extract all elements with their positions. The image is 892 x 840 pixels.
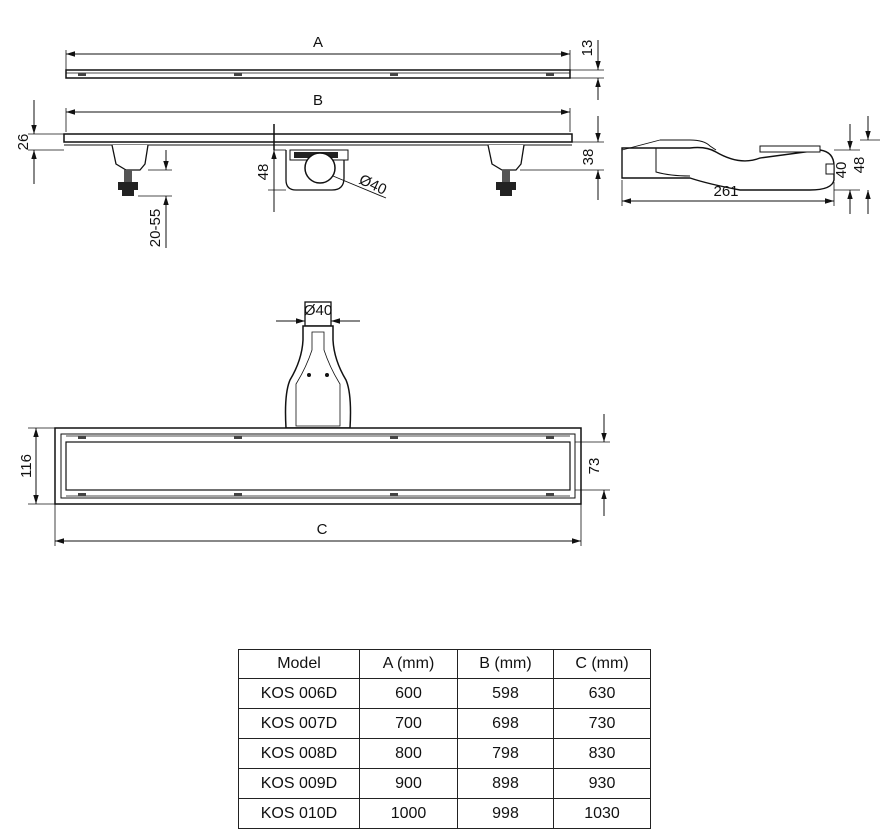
label-116: 116 [18, 454, 35, 478]
label-C: C [317, 521, 328, 538]
cell-c: 1030 [553, 798, 651, 829]
cell-a: 800 [359, 738, 458, 769]
table-row: KOS 008D 800 798 830 [238, 738, 651, 769]
label-38: 38 [580, 149, 597, 166]
grate-top-view [65, 69, 571, 79]
table-header-row: Model A (mm) B (mm) C (mm) [238, 649, 651, 679]
table-row: KOS 009D 900 898 930 [238, 768, 651, 799]
dimension-73 [575, 414, 610, 516]
dimension-20-55 [138, 150, 172, 248]
dimension-C [54, 504, 582, 546]
cell-b: 898 [457, 768, 554, 799]
label-13: 13 [579, 40, 596, 57]
dimension-40-end [834, 124, 860, 214]
label-20-55: 20-55 [147, 209, 164, 247]
cell-a: 700 [359, 708, 458, 739]
cell-c: 630 [553, 678, 651, 709]
cell-model: KOS 006D [238, 678, 360, 709]
channel-plan-view [54, 427, 582, 505]
table-row: KOS 006D 600 598 630 [238, 678, 651, 709]
label-261: 261 [713, 183, 738, 200]
label-40-end: 40 [833, 162, 850, 179]
label-73: 73 [586, 458, 603, 475]
cell-b: 998 [457, 798, 554, 829]
cell-model: KOS 007D [238, 708, 360, 739]
cell-model: KOS 009D [238, 768, 360, 799]
cell-a: 1000 [359, 798, 458, 829]
cell-b: 698 [457, 708, 554, 739]
label-phi40-side: Ø40 [356, 171, 389, 198]
header-model: Model [238, 649, 360, 679]
table-row: KOS 007D 700 698 730 [238, 708, 651, 739]
label-phi40-top: Ø40 [304, 302, 332, 319]
cell-b: 798 [457, 738, 554, 769]
dimension-13 [570, 40, 604, 100]
dimension-116 [28, 427, 55, 505]
label-A: A [313, 34, 323, 51]
end-view [621, 139, 835, 191]
dimension-26 [28, 100, 64, 184]
header-c: C (mm) [553, 649, 651, 679]
dimension-A [65, 50, 571, 70]
header-b: B (mm) [457, 649, 554, 679]
dimension-48-end [860, 116, 880, 214]
model-dimensions-table: Model A (mm) B (mm) C (mm) KOS 006D 600 … [238, 649, 651, 829]
cell-c: 730 [553, 708, 651, 739]
label-48-end: 48 [851, 157, 868, 174]
cell-model: KOS 010D [238, 798, 360, 829]
outlet-plan [284, 301, 352, 429]
cell-c: 930 [553, 768, 651, 799]
cell-c: 830 [553, 738, 651, 769]
header-a: A (mm) [359, 649, 458, 679]
cell-b: 598 [457, 678, 554, 709]
cell-a: 900 [359, 768, 458, 799]
cell-model: KOS 008D [238, 738, 360, 769]
label-26: 26 [15, 134, 32, 151]
channel-side-view [63, 124, 573, 199]
dimension-B [65, 108, 571, 132]
label-48-side: 48 [255, 164, 272, 181]
technical-drawing: A 13 B Ø40 [15, 34, 880, 546]
dimension-48-side [268, 149, 286, 212]
dimension-38 [520, 116, 604, 200]
cell-a: 600 [359, 678, 458, 709]
table-row: KOS 010D 1000 998 1030 [238, 798, 651, 829]
label-B: B [313, 92, 323, 109]
dimension-261 [621, 180, 835, 206]
